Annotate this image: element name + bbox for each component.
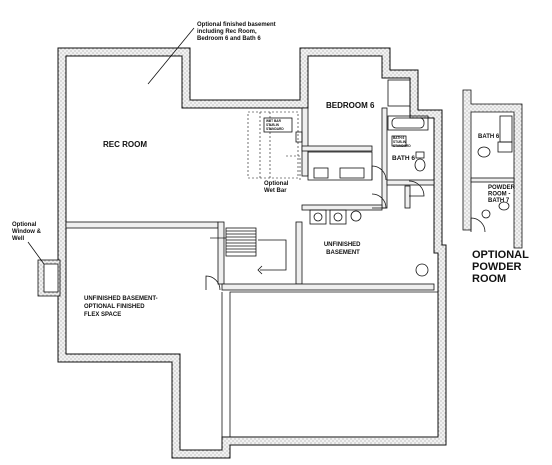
optional-powder-room-title: OPTIONAL POWDER ROOM	[472, 249, 532, 285]
rec-room-label: REC ROOM	[103, 140, 147, 149]
window-well	[37, 259, 61, 297]
bath-6-label: BATH 6	[392, 155, 415, 162]
flex-space-label: UNFINISHED BASEMENT- OPTIONAL FINISHED F…	[84, 296, 159, 318]
inset-bath-6-label: BATH 6	[478, 134, 500, 140]
bath-stub-note: BATH 6 STUB-IN STANDARD	[393, 136, 411, 148]
unfinished-basement-label: UNFINISHED BASEMENT	[324, 242, 362, 256]
wet-bar-stub-note: WET BAR STUB-IN STANDARD	[266, 119, 284, 131]
doors	[205, 165, 425, 291]
wet-bar	[247, 111, 373, 181]
staircase	[210, 227, 287, 275]
leader-lines	[27, 27, 195, 265]
interior-walls	[65, 107, 435, 291]
optional-wet-bar-note: Optional Wet Bar	[264, 181, 290, 194]
inset-powder-room-label: POWDER ROOM - BATH 7	[488, 185, 517, 204]
foundation-wall	[57, 47, 447, 459]
bedroom-6-label: BEDROOM 6	[326, 101, 375, 110]
optional-window-well-note: Optional Window & Well	[12, 222, 43, 242]
optional-finished-basement-note: Optional finished basement including Rec…	[197, 22, 277, 42]
mechanical-equipment	[309, 209, 429, 277]
powder-room-inset: BATH 6 POWDER ROOM - BATH 7	[462, 89, 523, 249]
bath-6-fixtures	[387, 79, 429, 172]
